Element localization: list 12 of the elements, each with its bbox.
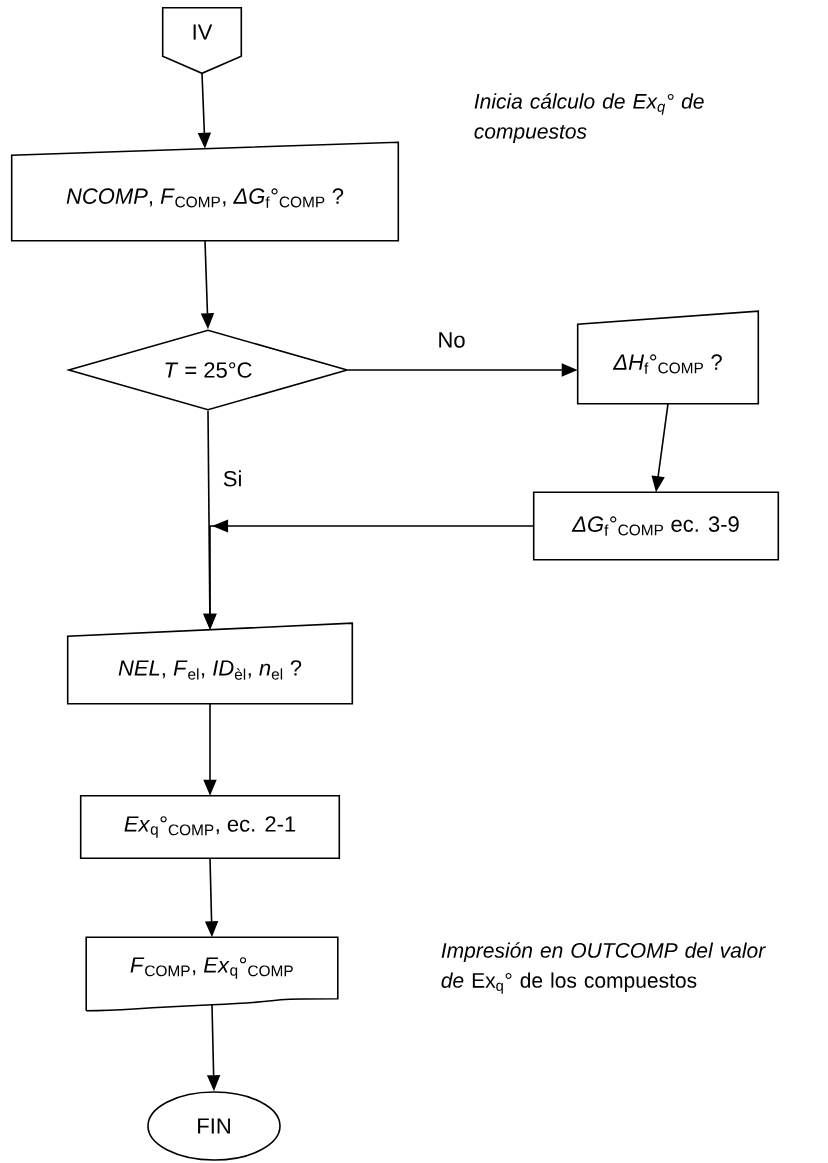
edge-label: Si bbox=[220, 468, 245, 489]
note-text: Inicia cálculo de Ex$_{q}$° de compuestos bbox=[474, 93, 704, 143]
output-document: F$_{COMP}$, Ex$_{q}$°$_{COMP}$ bbox=[85, 936, 339, 1012]
terminal-oval: FIN bbox=[147, 1091, 281, 1161]
process-box: ΔG$_{f}$°$_{COMP}$ ec. 3-9 bbox=[532, 491, 780, 561]
input-box: ΔH$_{f}$°$_{COMP}$ ? bbox=[576, 310, 760, 405]
process-box: Ex$_{q}$°$_{COMP}$, ec. 2-1 bbox=[79, 794, 341, 860]
input-box: NCOMP, F$_{COMP}$, ΔG$_{f}$°$_{COMP}$ ? bbox=[10, 141, 400, 242]
off-page-connector: IV bbox=[161, 6, 243, 75]
note-text: Impresión en OUTCOMP del valor de Ex$_{q}$° de los compuestos bbox=[441, 942, 766, 994]
input-box: NEL, F$_{el}$, ID$_{èl}$, n$_{el}$ ? bbox=[66, 622, 354, 705]
edge-label: No bbox=[435, 330, 468, 350]
